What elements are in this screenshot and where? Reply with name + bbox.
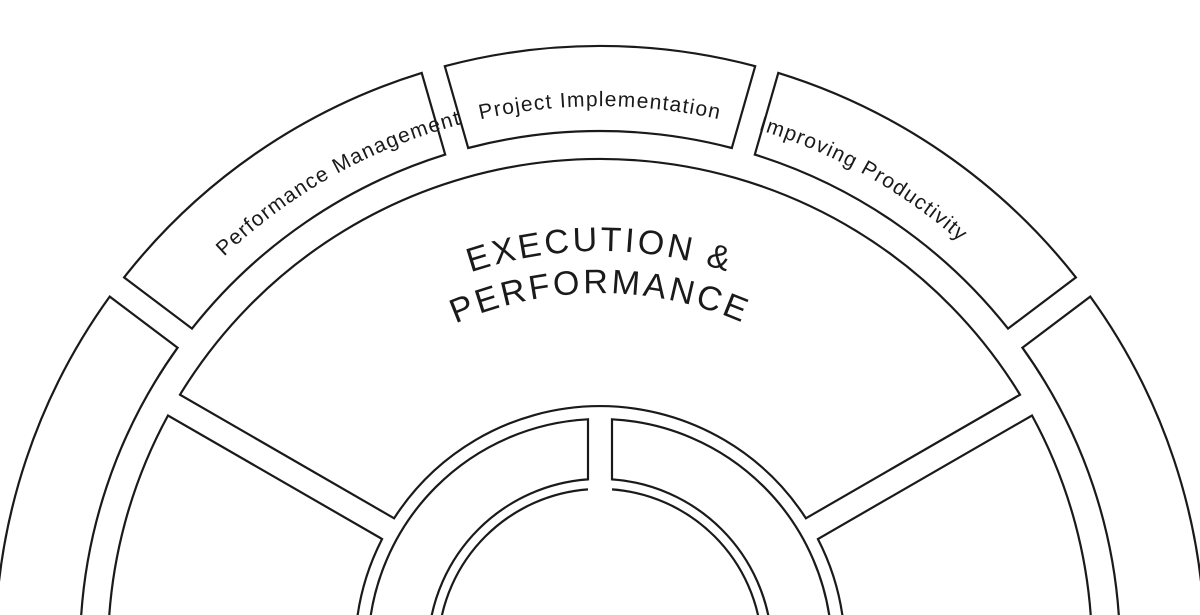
diagram-segments (0, 44, 1200, 615)
outer-segment-improving-productivity (122, 71, 447, 331)
hub-inner-segment-right (440, 488, 589, 615)
hub-outer-segment-left (610, 418, 831, 615)
middle-segment-right (108, 413, 384, 615)
outer-segment-project-implementation (443, 44, 757, 150)
outer-segment-right (0, 295, 180, 615)
outer-segment-performance-management (753, 71, 1078, 331)
middle-segment-left (816, 413, 1092, 615)
hub-outer-segment-right (369, 418, 590, 615)
outer-segment-left (1020, 295, 1200, 615)
middle-segment-execution-performance (178, 157, 1022, 520)
hub-inner-segment-left (611, 488, 760, 615)
